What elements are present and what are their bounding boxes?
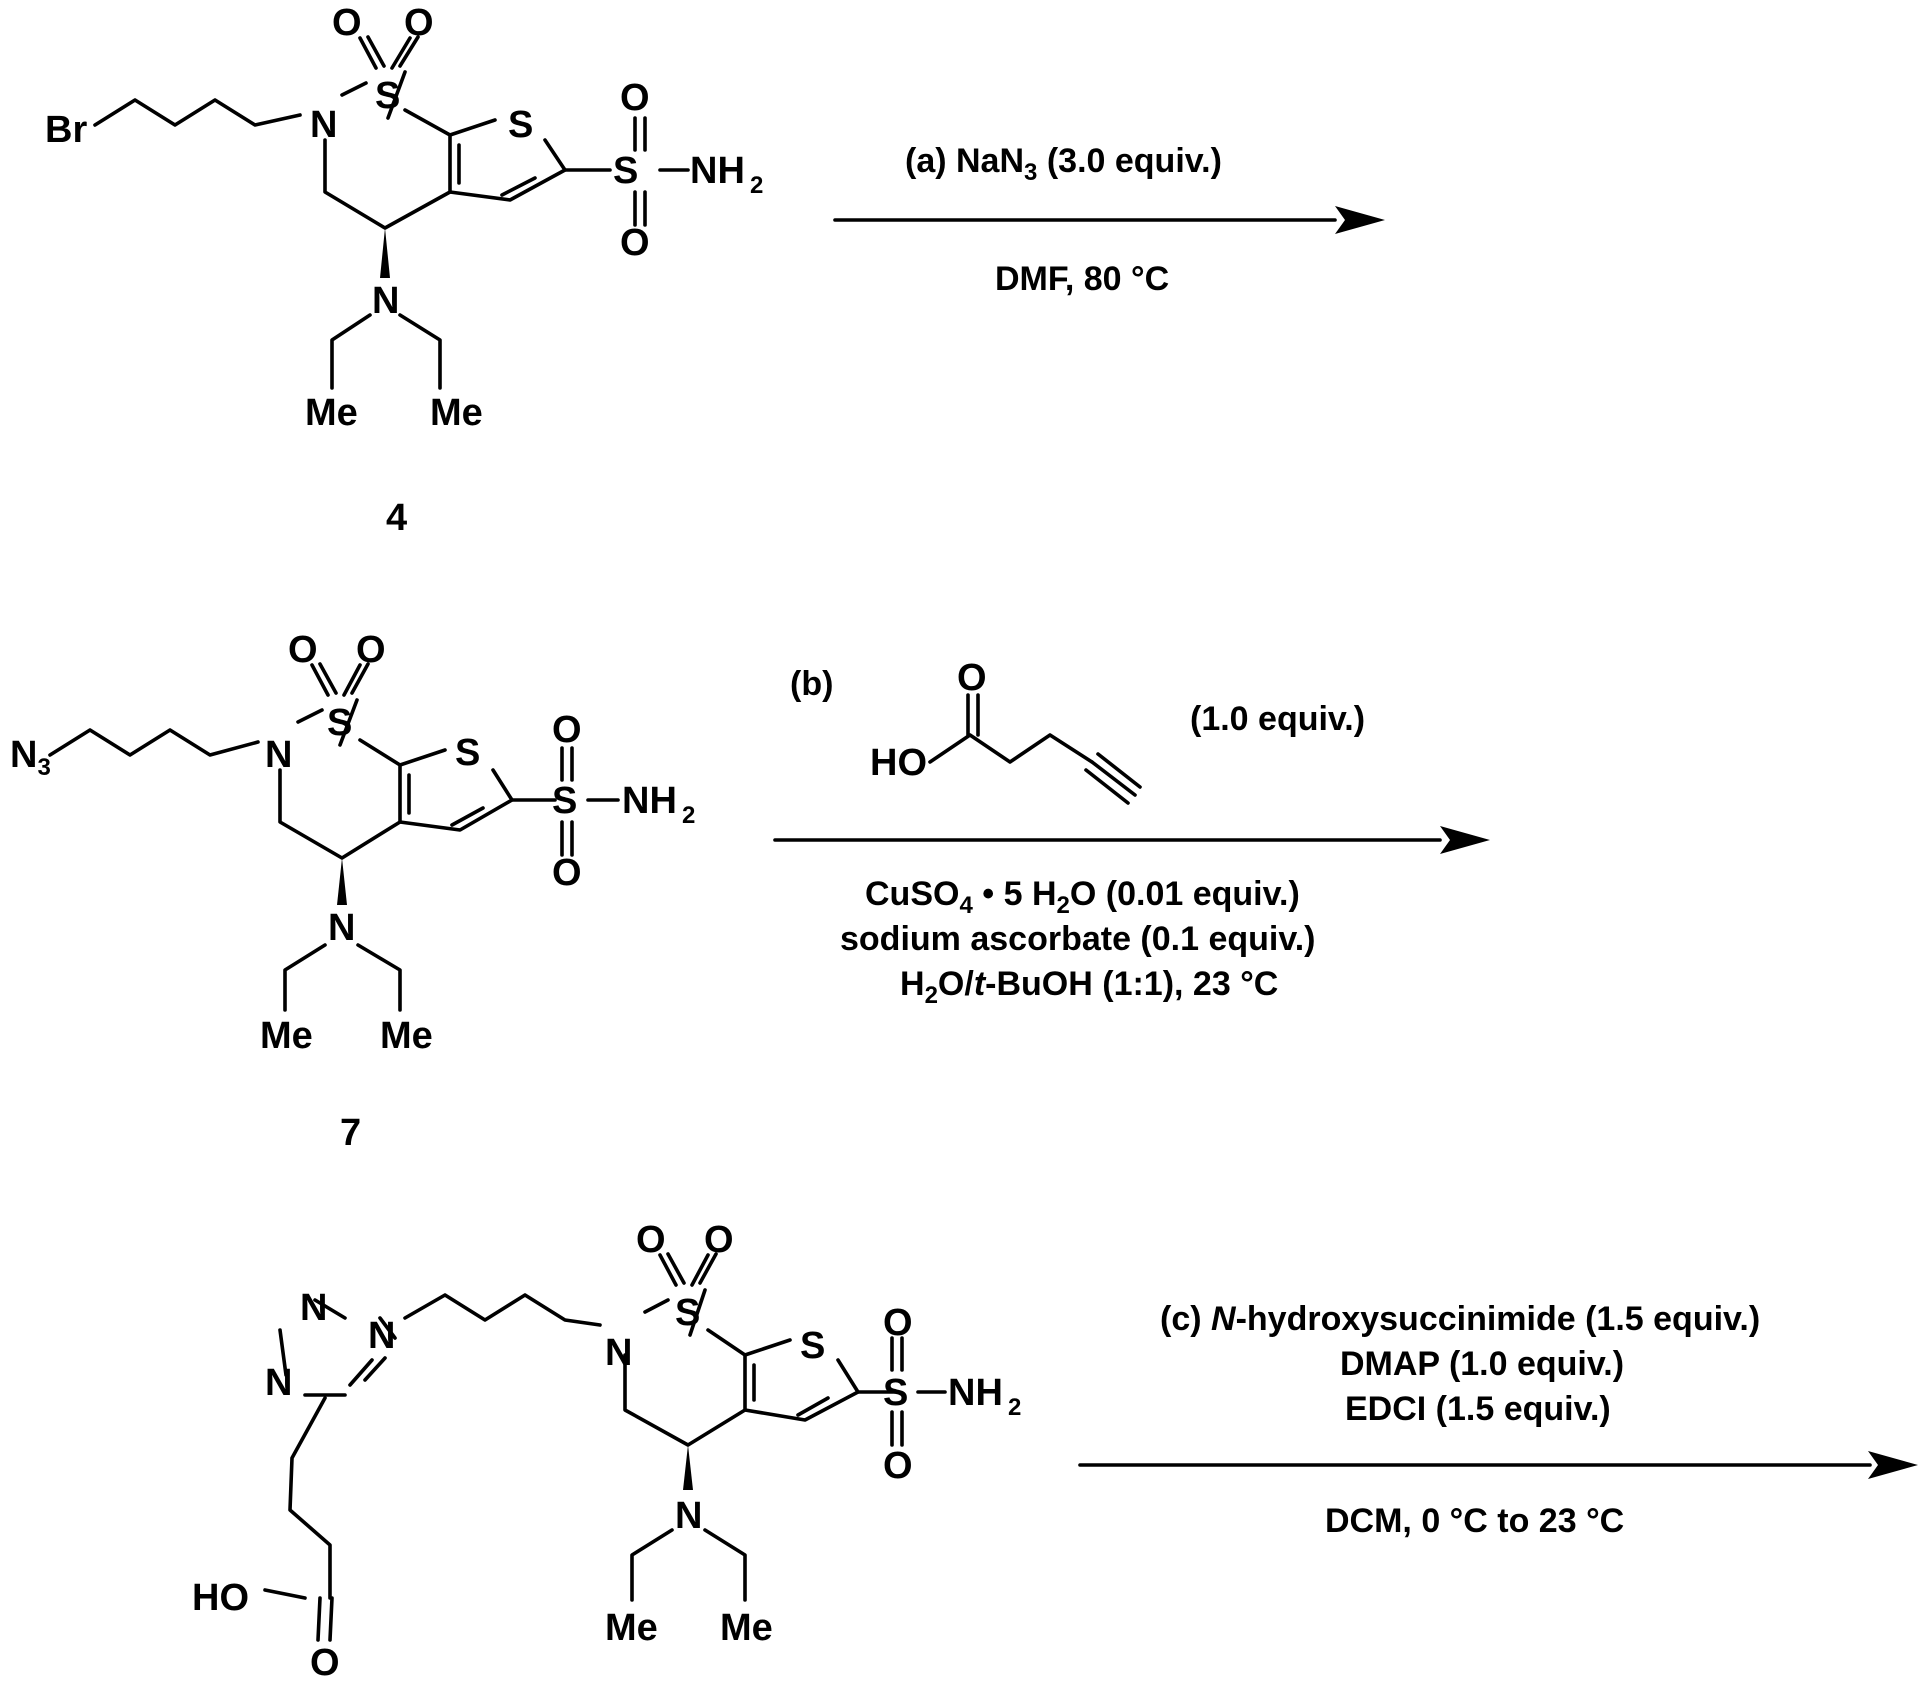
atom-n: N — [300, 1287, 327, 1329]
atom-o: O — [636, 1219, 666, 1261]
atom-me: Me — [605, 1607, 658, 1649]
step-b-reagent-equiv: (1.0 equiv.) — [1190, 700, 1365, 738]
step-c-conditions: DCM, 0 °C to 23 °C — [1325, 1502, 1624, 1540]
atom-me: Me — [305, 392, 358, 434]
subscript: 2 — [750, 172, 763, 199]
atom-s: S — [552, 780, 577, 822]
compound-label-7: 7 — [340, 1112, 361, 1154]
step-b-catalyst: CuSO4 • 5 H2O (0.01 equiv.) — [865, 875, 1300, 919]
atom-br: Br — [45, 109, 87, 151]
atom-nh2: NH — [622, 780, 677, 822]
atom-n: N — [372, 280, 399, 322]
atom-o: O — [356, 629, 386, 671]
atom-n: N — [265, 1362, 292, 1404]
reaction-arrow-a — [835, 206, 1385, 234]
atom-n: N — [605, 1332, 632, 1374]
atom-s: S — [508, 104, 533, 146]
reaction-arrow-b — [775, 826, 1490, 854]
step-b-label: (b) — [790, 665, 833, 703]
atom-o: O — [310, 1642, 340, 1684]
atom-o: O — [883, 1302, 913, 1344]
step-a-reagent: (a) NaN3 (3.0 equiv.) — [905, 142, 1222, 186]
atom-ho: HO — [192, 1577, 249, 1619]
atom-o: O — [620, 77, 650, 119]
atom-n: N — [265, 734, 292, 776]
atom-o: O — [332, 2, 362, 44]
atom-o: O — [552, 852, 582, 894]
subscript: 2 — [682, 802, 695, 829]
atom-s: S — [455, 732, 480, 774]
subscript: 2 — [1008, 1394, 1021, 1421]
atom-n: N — [328, 907, 355, 949]
atom-s: S — [800, 1325, 825, 1367]
atom-s: S — [883, 1372, 908, 1414]
atom-o: O — [552, 709, 582, 751]
atom-nh2: NH — [948, 1372, 1003, 1414]
step-c-reagent: (c) N-hydroxysuccinimide (1.5 equiv.) — [1160, 1300, 1760, 1338]
atom-n: N — [675, 1495, 702, 1537]
pentynoic-acid-structure — [930, 695, 1140, 803]
step-a-conditions: DMF, 80 °C — [995, 260, 1169, 298]
step-b-solvent: H2O/t-BuOH (1:1), 23 °C — [900, 965, 1278, 1009]
triazole-acid-structure — [265, 1254, 945, 1640]
reaction-arrow-c — [1080, 1451, 1918, 1479]
atom-s: S — [613, 150, 638, 192]
atom-n3: N3 — [10, 734, 51, 781]
atom-o: O — [957, 657, 987, 699]
compound-label-4: 4 — [386, 497, 407, 539]
atom-ho: HO — [870, 742, 927, 784]
step-c-coupling-agent: EDCI (1.5 equiv.) — [1345, 1390, 1611, 1428]
atom-me: Me — [380, 1015, 433, 1057]
atom-me: Me — [720, 1607, 773, 1649]
atom-s: S — [327, 702, 352, 744]
atom-o: O — [620, 222, 650, 264]
atom-o: O — [704, 1219, 734, 1261]
atom-s: S — [375, 75, 400, 117]
atom-n: N — [310, 104, 337, 146]
step-c-base: DMAP (1.0 equiv.) — [1340, 1345, 1624, 1383]
atom-o: O — [288, 629, 318, 671]
atom-o: O — [883, 1445, 913, 1487]
step-b-reductant: sodium ascorbate (0.1 equiv.) — [840, 920, 1316, 958]
atom-s: S — [675, 1292, 700, 1334]
atom-o: O — [404, 2, 434, 44]
atom-n: N — [368, 1315, 395, 1357]
atom-me: Me — [430, 392, 483, 434]
atom-nh2: NH — [690, 150, 745, 192]
atom-me: Me — [260, 1015, 313, 1057]
